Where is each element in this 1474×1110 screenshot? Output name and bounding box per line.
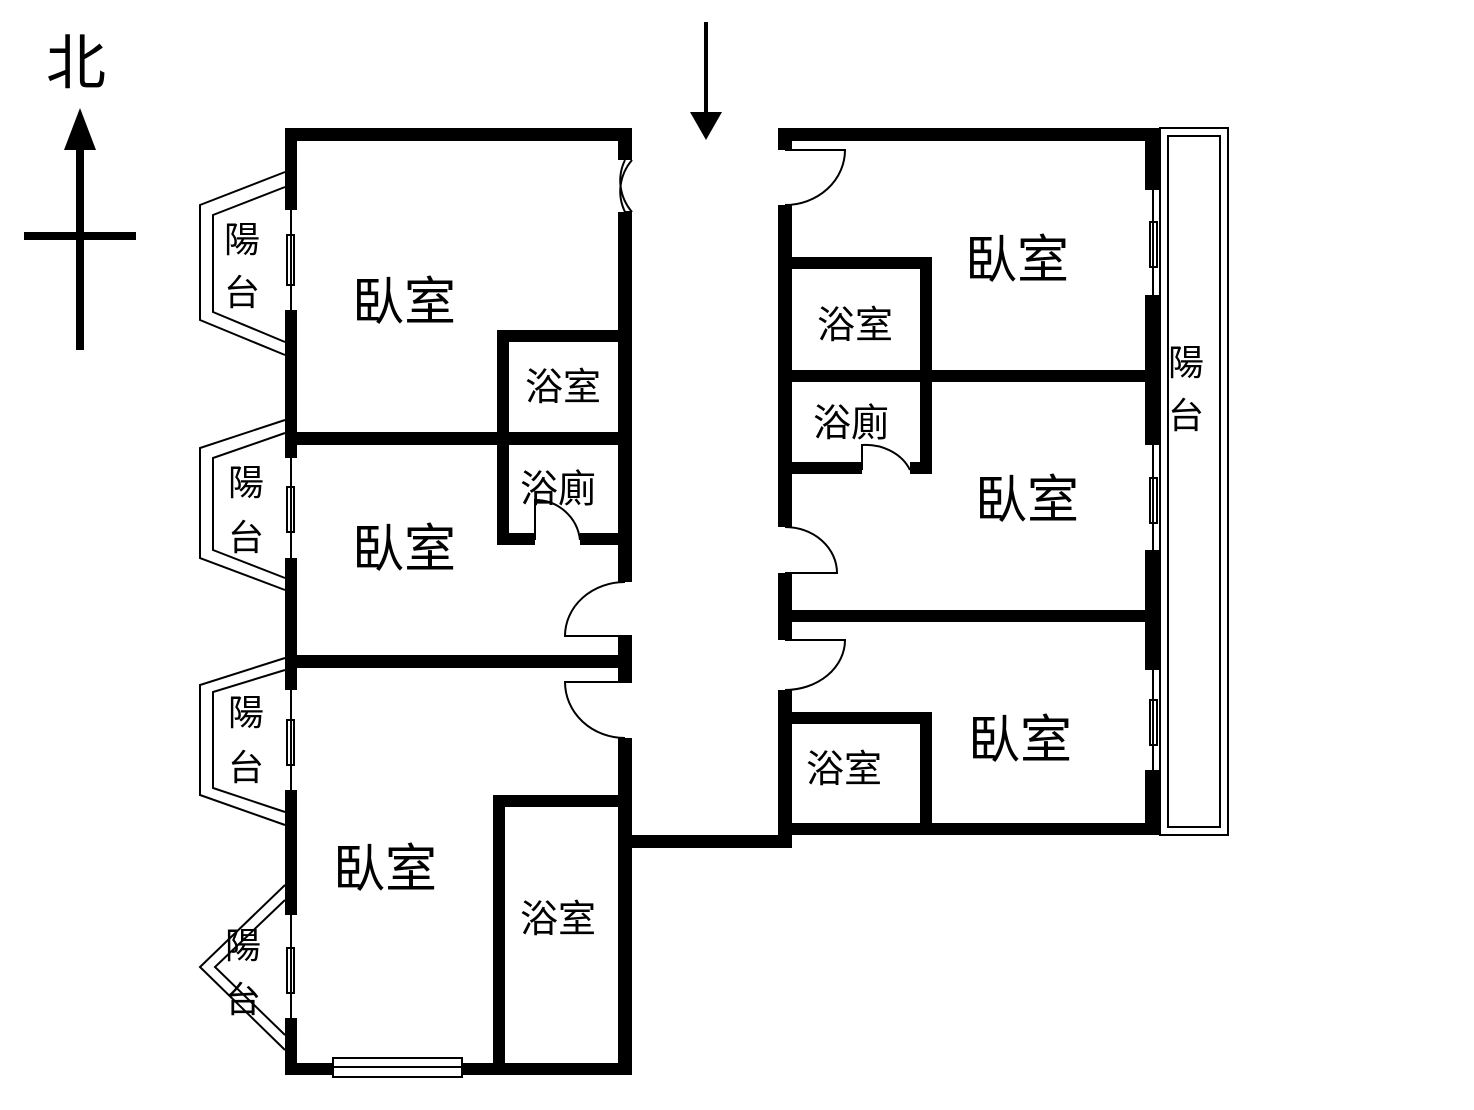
balcony-label: 台 xyxy=(224,273,260,314)
balcony-label: 陽 xyxy=(224,220,260,261)
left-unit-openings xyxy=(198,159,633,1078)
bathroom-label: 浴室 xyxy=(520,897,596,941)
bedroom-label: 臥室 xyxy=(968,711,1072,771)
entrance-arrow-icon xyxy=(690,22,722,140)
north-arrow-icon xyxy=(64,108,96,150)
balcony-label: 台 xyxy=(228,748,264,789)
bath-toilet-label: 浴廁 xyxy=(813,401,889,445)
right-unit-openings xyxy=(784,127,1229,836)
bedroom-label: 臥室 xyxy=(965,231,1069,291)
balcony-label: 台 xyxy=(1168,396,1204,437)
bedroom-label: 臥室 xyxy=(352,520,456,580)
bedroom-label: 臥室 xyxy=(975,471,1079,531)
balcony-outline xyxy=(1159,127,1229,836)
balcony-label: 台 xyxy=(228,518,264,559)
bedroom-label: 臥室 xyxy=(333,840,437,900)
balcony-label: 陽 xyxy=(1168,343,1204,384)
left-unit-walls xyxy=(285,128,792,1075)
north-label: 北 xyxy=(46,29,106,99)
right-unit-walls xyxy=(778,128,1160,848)
bedroom-label: 臥室 xyxy=(352,273,456,333)
balcony-label: 陽 xyxy=(228,463,264,504)
bathroom-label: 浴室 xyxy=(817,303,893,347)
balcony-labels: 陽 台 陽 台 陽 台 陽 台 陽 台 xyxy=(224,220,1204,1021)
bath-toilet-label: 浴廁 xyxy=(520,467,596,511)
room-labels: 臥室 臥室 臥室 臥室 臥室 臥室 浴室 浴廁 浴室 浴室 浴廁 浴室 xyxy=(333,231,1079,941)
balcony-label: 陽 xyxy=(225,926,261,967)
balcony-label: 台 xyxy=(225,980,261,1021)
north-compass: 北 xyxy=(24,29,136,350)
bathroom-label: 浴室 xyxy=(525,365,601,409)
bathroom-label: 浴室 xyxy=(806,747,882,791)
balcony-label: 陽 xyxy=(228,693,264,734)
